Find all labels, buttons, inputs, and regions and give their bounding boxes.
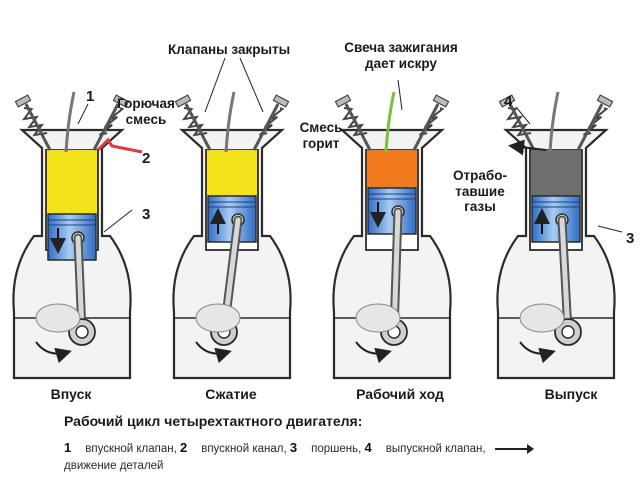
fuel-mixture-line1: Горючая — [117, 96, 175, 111]
number-2-intake-port: 2 — [142, 150, 151, 167]
chamber-gas-power — [367, 150, 417, 188]
number-3-piston-left: 3 — [142, 206, 151, 223]
intake-flow-arrow — [96, 137, 143, 154]
connecting-rod-core-intake — [75, 235, 85, 335]
chamber-gas-compression — [207, 150, 257, 196]
legend-num-2: 2 — [179, 440, 188, 455]
legend-text-3: поршень, — [311, 443, 362, 455]
rotation-arrow-compression — [195, 341, 232, 364]
legend-text-2: впускной канал, — [201, 443, 287, 455]
exhaust-valve-stem-power — [412, 103, 440, 151]
mix-burns-line1: Смесь — [299, 120, 343, 135]
intake-valve-cap-compression — [174, 94, 192, 108]
number-3-piston-right: 3 — [626, 230, 635, 247]
rotation-arrow-exhaust — [519, 341, 556, 364]
stage-label-exhaust: Выпуск — [544, 386, 598, 402]
mix-burns-line2: горит — [302, 135, 340, 151]
exhaust-flow-arrow — [508, 139, 547, 156]
chamber-gas-exhaust — [531, 150, 581, 196]
exhaust-line3: газы — [464, 199, 496, 215]
engine-intake — [12, 91, 132, 380]
exhaust-valve-cap-compression — [272, 94, 290, 108]
fuel-mixture-line2: смесь — [125, 111, 167, 127]
legend-num-1: 1 — [64, 440, 72, 455]
rotation-arrow-intake — [35, 341, 72, 364]
intake-valve-cap-power — [334, 94, 352, 108]
legend-num-4: 4 — [364, 440, 372, 455]
chamber-gas-intake — [47, 150, 97, 214]
rotation-arrow-power — [355, 341, 392, 364]
motion-arrow-icon — [494, 443, 534, 454]
counterweight-intake — [35, 303, 81, 333]
stage-label-power: Рабочий ход — [356, 386, 444, 402]
legend-num-3: 3 — [289, 440, 298, 455]
number-1-intake-valve: 1 — [86, 88, 95, 105]
legend: 1 впускной клапан, 2 впускной канал, 3 порш… — [64, 438, 634, 476]
mix-burns-label: Смесь горит — [290, 120, 352, 151]
number-4-exhaust-valve: 4 — [504, 93, 513, 110]
intake-valve-stem-compression — [184, 103, 212, 151]
stage-label-compression: Сжатие — [205, 386, 257, 402]
spark-plug-power — [384, 91, 396, 153]
engine-compression — [172, 91, 292, 380]
stage-label-intake: Впуск — [50, 386, 92, 402]
exhaust-line2: тавшие — [455, 183, 505, 199]
intake-valve-stem-intake — [24, 103, 52, 151]
connecting-rod-core-exhaust — [559, 217, 571, 335]
spark-label-line2: дает искру — [365, 55, 437, 71]
engine-exhaust — [496, 91, 616, 380]
exhaust-valve-stem-exhaust — [576, 103, 604, 151]
fuel-mixture-label: Горючая смесь — [108, 96, 184, 127]
legend-text-1: впускной клапан, — [85, 443, 177, 455]
exhaust-gas-label: Отрабо- тавшие газы — [450, 168, 510, 215]
counterweight-compression — [195, 303, 241, 333]
crank-pin-intake — [75, 325, 89, 339]
spark-plug-intake — [64, 91, 76, 153]
legend-text-5: движение деталей — [64, 460, 164, 473]
crank-pin-exhaust — [561, 325, 575, 339]
legend-text-4: выпускной клапан, — [385, 443, 486, 455]
exhaust-valve-stem-intake — [92, 103, 120, 151]
intake-valve-stem-exhaust — [508, 103, 536, 151]
valves-closed-label: Клапаны закрыты — [168, 42, 291, 57]
spark-label-line1: Свеча зажигания — [344, 40, 458, 55]
exhaust-valve-cap-power — [432, 94, 450, 108]
exhaust-line1: Отрабо- — [453, 168, 507, 183]
diagram-caption: Рабочий цикл четырехтактного двигателя: — [64, 413, 363, 429]
engine-power — [332, 91, 452, 380]
exhaust-valve-cap-exhaust — [596, 94, 614, 108]
exhaust-valve-cap-intake — [112, 94, 130, 108]
counterweight-exhaust — [519, 303, 565, 333]
spark-plug-compression — [224, 91, 236, 153]
spark-plug-label: Свеча зажигания дает искру — [336, 40, 466, 71]
counterweight-power — [355, 303, 401, 333]
intake-valve-stem-power — [344, 103, 372, 151]
intake-valve-cap-intake — [14, 94, 32, 108]
exhaust-valve-stem-compression — [252, 103, 280, 151]
leader-lines — [77, 57, 623, 233]
spark-plug-exhaust — [548, 91, 560, 153]
intake-valve-cap-exhaust — [498, 94, 516, 108]
